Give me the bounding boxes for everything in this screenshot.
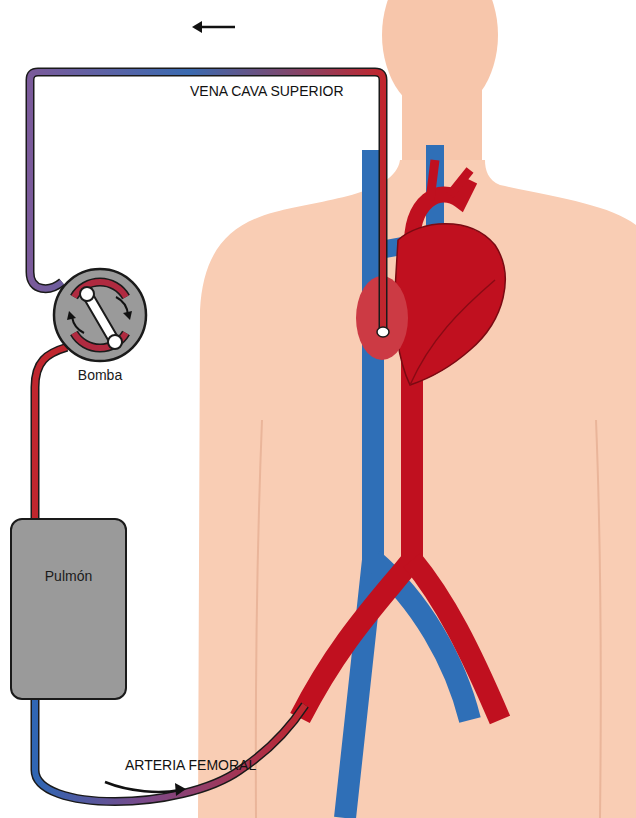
oxygenator-box: Pulmón bbox=[10, 518, 127, 700]
tube-connector bbox=[35, 347, 67, 518]
node-label: Bomba bbox=[52, 367, 148, 383]
node-label: Pulmón bbox=[12, 568, 125, 584]
pump-rotor bbox=[52, 267, 148, 363]
vessel-label: ARTERIA FEMORAL bbox=[125, 757, 256, 773]
vessel-label: VENA CAVA SUPERIOR bbox=[190, 83, 344, 99]
pump-symbol: Bomba bbox=[52, 267, 148, 383]
